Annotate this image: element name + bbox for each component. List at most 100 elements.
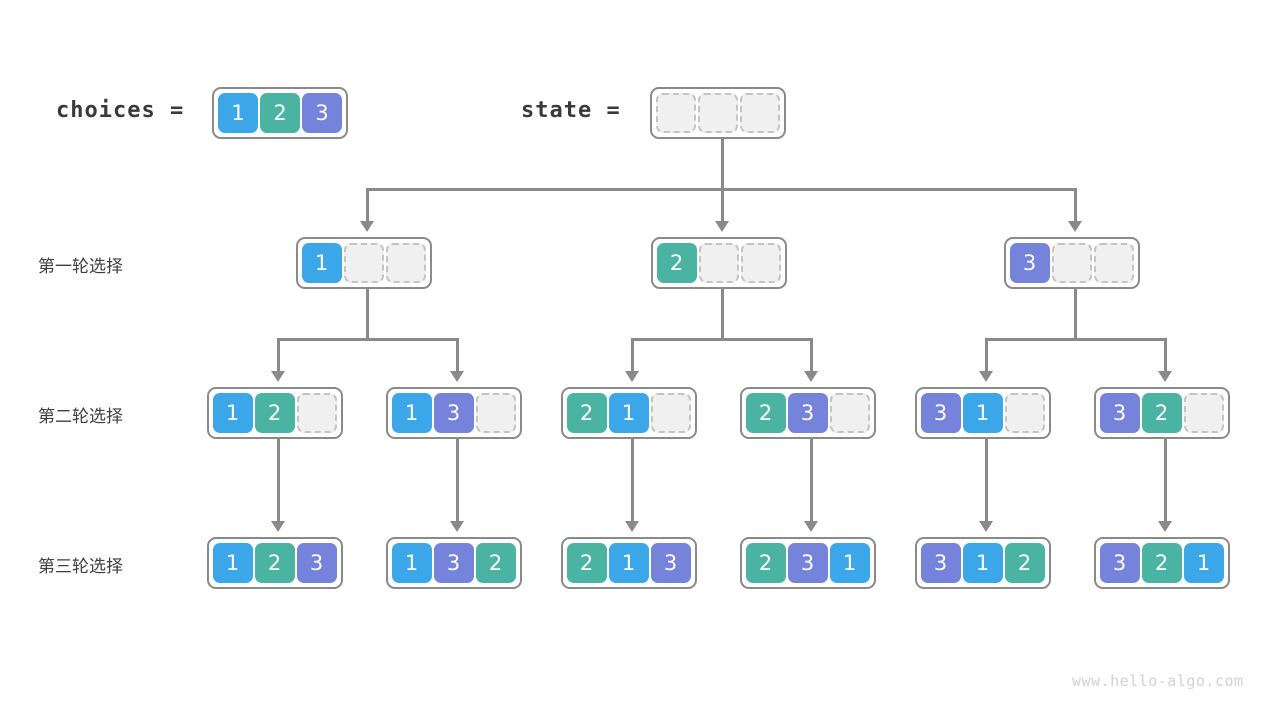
choices-label: choices = <box>56 98 185 123</box>
state-array <box>650 87 786 139</box>
connector-stem-r2-n5 <box>985 438 988 522</box>
connector-stem-r2-n6 <box>1164 438 1167 522</box>
node-r3-n1-cell-0: 1 <box>212 543 253 583</box>
node-r1-n1-cell-1 <box>343 243 384 283</box>
node-r3-n1-cell-1: 2 <box>254 543 295 583</box>
connector-stem-r2-n1 <box>277 438 280 522</box>
connector-branch-r2-n3 <box>631 338 634 372</box>
node-r3-n4-cell-1: 3 <box>787 543 828 583</box>
choices-cell-0: 1 <box>218 93 258 133</box>
connector-split-r1-n1 <box>277 338 459 341</box>
node-r2-n1-cell-2 <box>296 393 337 433</box>
node-r2-n3-cell-2 <box>650 393 691 433</box>
node-r1-n1: 1 <box>295 237 432 289</box>
node-r2-n5-cell-0: 3 <box>920 393 961 433</box>
choices-cell-1: 2 <box>260 93 300 133</box>
connector-stem-r1-n3 <box>1074 288 1077 340</box>
connector-stem-r2-n2 <box>456 438 459 522</box>
node-r3-n4-cell-0: 2 <box>745 543 786 583</box>
arrow-r3-n2 <box>450 521 464 532</box>
node-r3-n3-cell-1: 1 <box>608 543 649 583</box>
connector-branch-r2-n4 <box>810 338 813 372</box>
node-r3-n2-cell-0: 1 <box>391 543 432 583</box>
node-r2-n2-cell-2 <box>475 393 516 433</box>
node-r3-n5-cell-0: 3 <box>920 543 961 583</box>
arrow-r2-n4 <box>804 371 818 382</box>
arrow-r3-n5 <box>979 521 993 532</box>
connector-branch-r1-n1 <box>366 188 369 222</box>
arrow-r2-n5 <box>979 371 993 382</box>
connector-branch-r2-n1 <box>277 338 280 372</box>
state-cell-1 <box>698 93 738 133</box>
connector-stem-r1-n2 <box>721 288 724 340</box>
node-r3-n6-cell-0: 3 <box>1099 543 1140 583</box>
arrow-r2-n6 <box>1158 371 1172 382</box>
node-r2-n4-cell-2 <box>829 393 870 433</box>
node-r1-n3: 3 <box>1003 237 1140 289</box>
node-r3-n4-cell-2: 1 <box>829 543 870 583</box>
connector-branch-r1-n3 <box>1074 188 1077 222</box>
connector-stem-r2-n3 <box>631 438 634 522</box>
node-r1-n2-cell-0: 2 <box>656 243 697 283</box>
node-r2-n3-cell-0: 2 <box>566 393 607 433</box>
state-cell-0 <box>656 93 696 133</box>
watermark: www.hello-algo.com <box>1072 672 1244 690</box>
node-r3-n2-cell-2: 2 <box>475 543 516 583</box>
node-r1-n2-cell-2 <box>740 243 781 283</box>
node-r1-n1-cell-2 <box>385 243 426 283</box>
row-label-round-1: 第一轮选择 <box>38 257 123 277</box>
node-r1-n3-cell-2 <box>1093 243 1134 283</box>
node-r2-n3-cell-1: 1 <box>608 393 649 433</box>
arrow-r3-n6 <box>1158 521 1172 532</box>
node-r2-n5-cell-1: 1 <box>962 393 1003 433</box>
row-label-round-2: 第二轮选择 <box>38 407 123 427</box>
node-r2-n1-cell-1: 2 <box>254 393 295 433</box>
connector-branch-r2-n2 <box>456 338 459 372</box>
node-r2-n2-cell-1: 3 <box>433 393 474 433</box>
node-r2-n1-cell-0: 1 <box>212 393 253 433</box>
node-r1-n3-cell-1 <box>1051 243 1092 283</box>
arrow-r3-n3 <box>625 521 639 532</box>
row-label-round-3: 第三轮选择 <box>38 557 123 577</box>
node-r1-n3-cell-0: 3 <box>1009 243 1050 283</box>
node-r3-n6-cell-1: 2 <box>1141 543 1182 583</box>
node-r1-n1-cell-0: 1 <box>301 243 342 283</box>
choices-cell-2: 3 <box>302 93 342 133</box>
node-r2-n4-cell-1: 3 <box>787 393 828 433</box>
node-r2-n6-cell-0: 3 <box>1099 393 1140 433</box>
connector-stem-r2-n4 <box>810 438 813 522</box>
connector-branch-r1-n2 <box>721 188 724 222</box>
node-r3-n3-cell-2: 3 <box>650 543 691 583</box>
node-r2-n6-cell-2 <box>1183 393 1224 433</box>
connector-branch-r2-n6 <box>1164 338 1167 372</box>
node-r3-n5-cell-2: 2 <box>1004 543 1045 583</box>
node-r3-n2-cell-1: 3 <box>433 543 474 583</box>
connector-branch-r2-n5 <box>985 338 988 372</box>
connector-split-r1-n3 <box>985 338 1167 341</box>
node-r3-n1-cell-2: 3 <box>296 543 337 583</box>
connector-split-r1-n2 <box>631 338 813 341</box>
arrow-r3-n4 <box>804 521 818 532</box>
node-r3-n5-cell-1: 1 <box>962 543 1003 583</box>
state-cell-2 <box>740 93 780 133</box>
node-r2-n6-cell-1: 2 <box>1141 393 1182 433</box>
arrow-r1-n2 <box>715 221 729 232</box>
arrow-r1-n3 <box>1068 221 1082 232</box>
node-r2-n4-cell-0: 2 <box>745 393 786 433</box>
node-r2-n2-cell-0: 1 <box>391 393 432 433</box>
node-r1-n2: 2 <box>650 237 787 289</box>
arrow-r1-n1 <box>360 221 374 232</box>
